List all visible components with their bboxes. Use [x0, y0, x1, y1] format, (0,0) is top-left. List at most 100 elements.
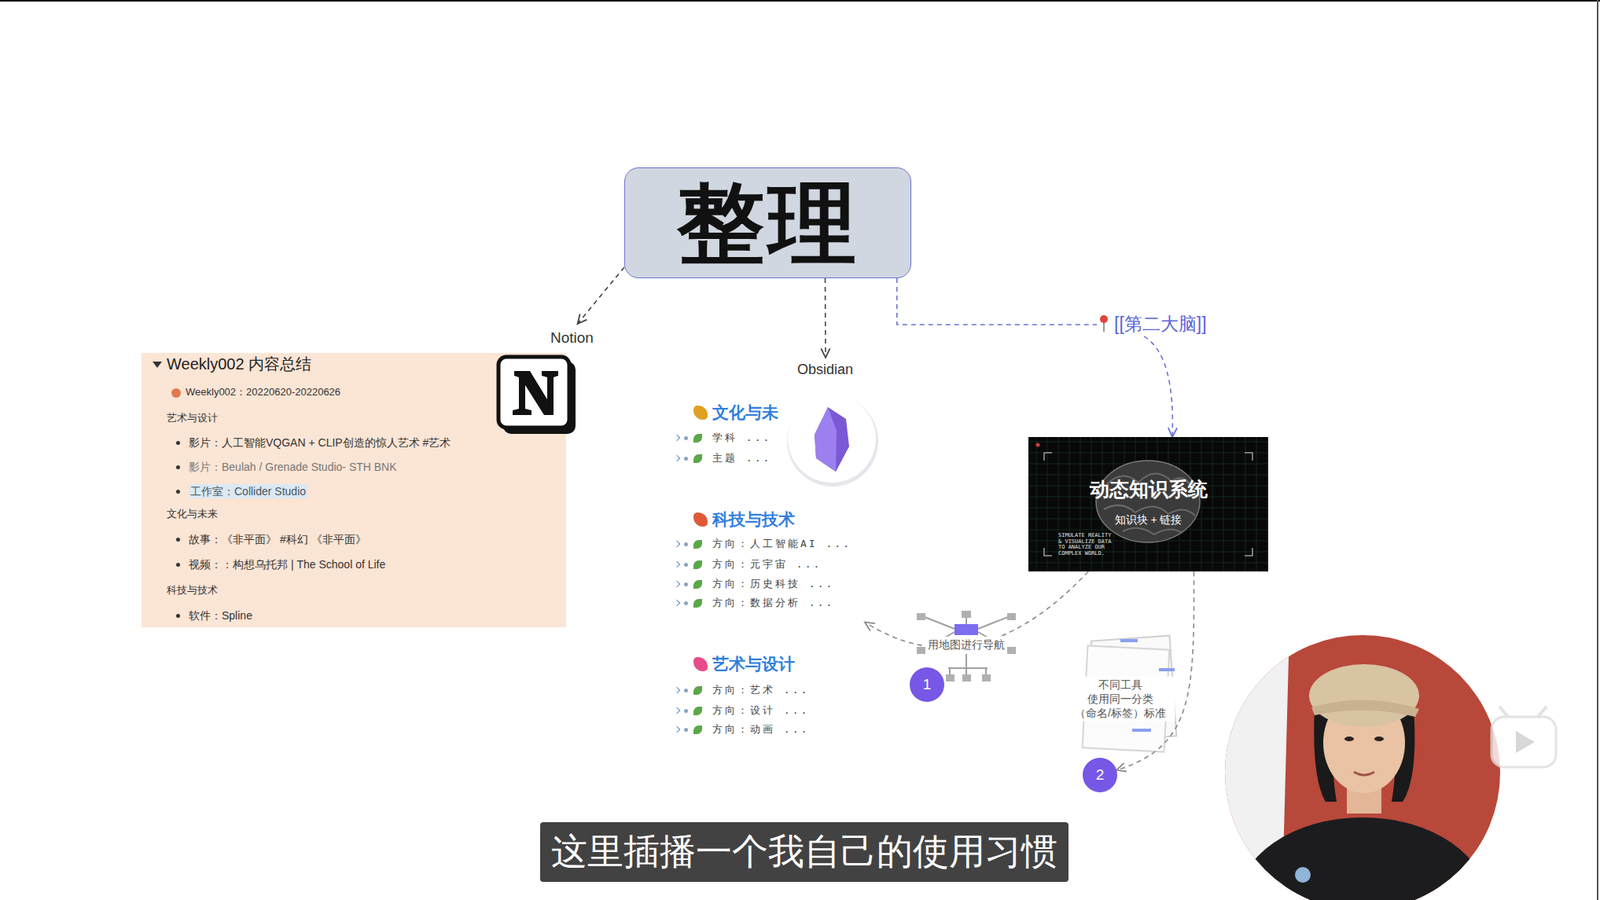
outline-item: 方向：动画 ... — [712, 723, 810, 737]
expand-chevron — [673, 561, 681, 568]
card-title: 动态知识系统 — [1028, 476, 1269, 503]
item-icon — [171, 388, 181, 398]
watermark-antenna — [1500, 707, 1509, 718]
outline-item: 方向：人工智能AI ... — [712, 537, 852, 552]
dashed-connector — [897, 278, 1097, 325]
tool-label: Obsidian — [797, 360, 854, 379]
topic-title: 整理 — [676, 179, 860, 268]
outline-dot — [684, 728, 688, 732]
outline-item: 方向：艺术 ... — [712, 684, 810, 698]
map-node — [962, 674, 972, 682]
list-item: 软件：Spline — [188, 608, 253, 623]
topic-box: 整理 — [624, 167, 912, 279]
logo-tile — [498, 356, 570, 428]
map-link — [948, 667, 988, 670]
outline-dot — [684, 562, 688, 567]
arrow-head — [1168, 427, 1178, 438]
list-item: 影片：人工智能VQGAN + CLIP创造的惊人艺术 #艺术 — [188, 435, 451, 450]
obsidian-outline: Obsidian文化与未学科 ...主题 ...科技与技术方向：人工智能AI .… — [668, 357, 865, 747]
map-link — [985, 668, 987, 675]
outline-dot — [684, 688, 688, 693]
map-node — [916, 647, 926, 655]
grid-line — [1028, 452, 1269, 454]
dashed-connector — [1116, 571, 1194, 773]
logo-glyph — [512, 371, 559, 416]
map-link — [948, 668, 951, 675]
list-item: 故事：《非平面》 #科幻 《非平面》 — [188, 532, 367, 547]
sprout-icon — [693, 540, 703, 549]
grid-line — [1245, 437, 1247, 572]
category-icon — [693, 405, 708, 420]
outline-dot — [684, 542, 688, 547]
sprout-icon — [693, 599, 703, 608]
expand-chevron — [673, 434, 681, 442]
arrow-head — [1116, 763, 1127, 773]
toggle-triangle — [152, 361, 162, 368]
grid-line — [1201, 437, 1203, 572]
outline-item: 方向：历史科技 ... — [712, 577, 835, 592]
map-node — [1007, 647, 1016, 655]
map-center-node — [954, 624, 979, 636]
outline-item: 主题 ... — [712, 452, 772, 466]
image-card: 动态知识系统知识块 + 链接SIMULATE REALITY & VISUALI… — [1028, 437, 1269, 572]
dashed-connector — [1143, 336, 1178, 438]
connector-label: 不同工具 使用同一分类 （命名/标签）标准 — [1066, 676, 1176, 722]
logo-disc — [787, 394, 876, 483]
sprout-icon — [693, 725, 703, 735]
bullet-dot — [176, 441, 181, 446]
sprout-icon — [693, 434, 703, 443]
presenter-mouth — [1353, 772, 1375, 776]
logo-crystal — [814, 407, 850, 472]
bullet-dot — [176, 465, 181, 470]
outline-item: 学科 ... — [712, 431, 772, 446]
card-subtitle: 知识块 + 链接 — [1028, 512, 1269, 527]
expand-chevron — [673, 687, 681, 694]
bullet-dot — [176, 614, 181, 618]
subtitle-caption: 这里插播一个我自己的使用习惯 — [540, 822, 1069, 883]
grid-line — [1212, 437, 1214, 572]
arrow-head — [820, 348, 830, 358]
expand-chevron — [673, 599, 681, 607]
arrow-head — [864, 622, 876, 632]
doc-bar — [1132, 728, 1152, 732]
list-item: 视频：：构想乌托邦 | The School of Life — [188, 557, 386, 572]
expand-chevron — [673, 540, 681, 548]
brain-shape — [1096, 460, 1200, 543]
category-heading: 艺术与设计 — [712, 653, 795, 675]
group-heading: 文化与未来 — [166, 507, 218, 522]
outline-item: 方向：数据分析 ... — [712, 596, 835, 611]
logo-facet — [814, 407, 837, 472]
map-node — [916, 613, 926, 621]
connector-line — [824, 278, 827, 358]
outline-item: 方向：元宇宙 ... — [712, 558, 822, 572]
callout-number: 2 — [1096, 765, 1105, 786]
expand-chevron — [673, 455, 681, 462]
expand-chevron — [673, 581, 681, 588]
map-link — [965, 668, 968, 675]
connector-line — [577, 267, 625, 324]
grid-line — [1223, 437, 1225, 572]
frame-right-edge — [1596, 0, 1599, 900]
outline-dot — [684, 582, 688, 587]
expand-chevron — [673, 707, 681, 714]
presenter-eye — [1374, 736, 1384, 742]
grid-line — [1036, 437, 1038, 572]
tool-label: Notion — [550, 328, 594, 349]
grid-line — [1047, 437, 1049, 572]
dashed-connector — [820, 278, 830, 358]
map-link — [924, 617, 955, 629]
group-heading: 艺术与设计 — [166, 411, 218, 426]
outline-item: 方向：设计 ... — [712, 704, 810, 718]
bullet-dot — [176, 562, 181, 567]
grid-line — [1234, 437, 1236, 572]
list-item: 工作室：Collider Studio — [188, 484, 308, 499]
bullet-dot — [176, 489, 181, 494]
frame-top-edge — [0, 0, 1600, 2]
connector-line — [1116, 571, 1194, 771]
obsidian-logo — [787, 394, 879, 487]
category-heading: 科技与技术 — [712, 508, 795, 530]
presenter-cap-brim — [1311, 699, 1420, 718]
category-icon — [693, 657, 708, 672]
connector-label: 用地图进行导航 — [925, 636, 1008, 653]
